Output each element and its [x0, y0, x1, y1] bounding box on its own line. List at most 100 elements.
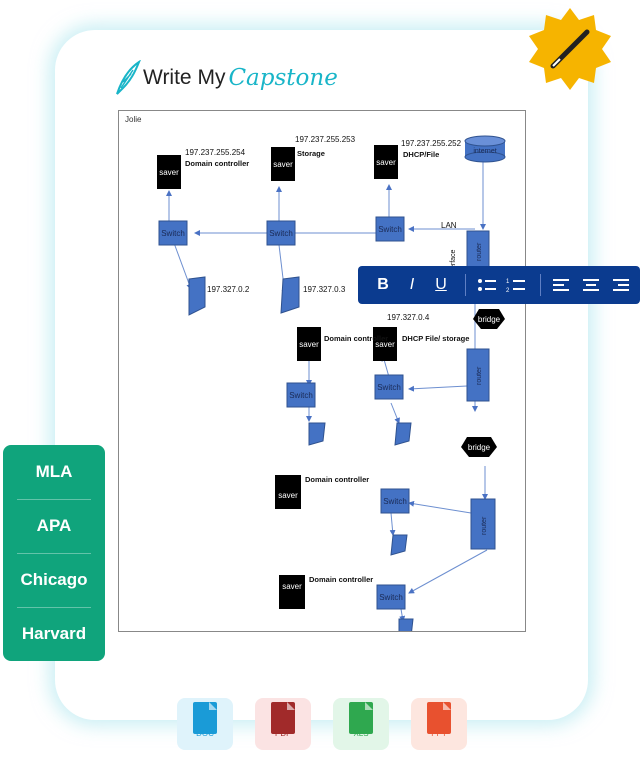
role-label: Domain controller	[309, 575, 373, 584]
bulleted-list-icon	[478, 279, 496, 291]
svg-text:2: 2	[506, 288, 510, 293]
align-center-button[interactable]	[578, 272, 604, 298]
server-label: saver	[376, 158, 396, 167]
author-label: Jolie	[125, 115, 142, 124]
switch-7	[376, 584, 406, 610]
italic-button[interactable]: I	[399, 272, 425, 298]
router-label: router	[481, 516, 488, 535]
server-label: saver	[299, 340, 319, 349]
format-label: PPT	[431, 729, 447, 738]
server-1: saver	[157, 155, 181, 189]
switch-label: Switch	[378, 225, 402, 234]
align-center-icon	[583, 279, 599, 291]
align-right-icon	[613, 279, 629, 291]
switch-label: Switch	[289, 391, 313, 400]
quill-logo-icon	[116, 60, 141, 95]
switch-4	[374, 374, 404, 400]
format-label: PDF	[275, 729, 291, 738]
underline-label: U	[435, 276, 447, 293]
ip-label: 197.327.0.2	[207, 285, 250, 294]
brand-logo[interactable]: Write My Capstone	[113, 60, 338, 96]
router-label: router	[476, 366, 483, 385]
ip-label: 197.237.255.254	[185, 148, 246, 157]
ip-label: 197.327.0.3	[303, 285, 346, 294]
server-label: saver	[282, 582, 302, 591]
server-5: saver	[373, 327, 397, 361]
switch-label: Switch	[383, 497, 407, 506]
ip-label: 197.237.255.253	[295, 135, 356, 144]
router-3	[470, 498, 496, 550]
bridge-1: bridge	[473, 309, 505, 329]
storage-shape	[308, 422, 326, 446]
citation-style-harvard[interactable]: Harvard	[3, 607, 105, 661]
format-ppt[interactable]: PPT	[411, 698, 467, 750]
format-pdf[interactable]: PDF	[255, 698, 311, 750]
format-xls[interactable]: XLS	[333, 698, 389, 750]
brand-name-part1: Write My	[143, 66, 226, 89]
role-label: Domain controller	[185, 159, 249, 168]
internet-label: internet	[473, 148, 496, 155]
numbered-list-icon: 12	[506, 279, 525, 293]
switch-2	[266, 220, 296, 246]
ppt-file-icon	[427, 702, 451, 734]
switch-6	[380, 488, 410, 514]
lan-label: LAN	[441, 221, 457, 230]
format-label: DOC	[196, 729, 214, 738]
document-preview: Jolie saver	[118, 110, 526, 632]
bulleted-list-button[interactable]	[474, 272, 500, 298]
switch-1	[158, 220, 188, 246]
switch-5	[286, 382, 316, 408]
router-2	[466, 348, 490, 402]
switch-label: Switch	[379, 593, 403, 602]
bold-button[interactable]: B	[370, 272, 396, 298]
role-label: DHCP/File	[403, 150, 439, 159]
citation-style-panel: MLA APA Chicago Harvard	[3, 445, 105, 661]
underline-button[interactable]: U	[428, 272, 454, 298]
switch-label: Switch	[269, 229, 293, 238]
align-left-button[interactable]	[549, 272, 575, 298]
svg-text:1: 1	[506, 279, 510, 285]
server-7: saver	[279, 575, 305, 609]
bridge-label: bridge	[468, 443, 491, 452]
server-label: saver	[159, 168, 179, 177]
storage-shape	[280, 276, 300, 314]
align-right-button[interactable]	[607, 272, 633, 298]
citation-style-chicago[interactable]: Chicago	[3, 553, 105, 607]
format-label: XLS	[353, 729, 369, 738]
switch-3	[375, 216, 405, 242]
server-label: saver	[273, 160, 293, 169]
server-2: saver	[271, 147, 295, 181]
role-label: Domain controller	[324, 334, 388, 343]
format-doc[interactable]: DOC	[177, 698, 233, 750]
server-4: saver	[297, 327, 321, 361]
toolbar-divider	[540, 274, 541, 296]
role-label: Storage	[297, 149, 325, 158]
role-label: Domain controller	[305, 475, 369, 484]
router-label: router	[476, 242, 483, 261]
network-diagram: Jolie saver	[125, 115, 506, 631]
bold-label: B	[377, 276, 389, 293]
server-label: saver	[375, 340, 395, 349]
role-label: DHCP File/ storage	[402, 334, 469, 343]
bridge-2: bridge	[461, 437, 497, 457]
citation-style-apa[interactable]: APA	[3, 499, 105, 553]
citation-style-mla[interactable]: MLA	[35, 462, 73, 481]
storage-shape	[390, 534, 408, 556]
pen-badge-icon	[529, 8, 611, 90]
align-left-icon	[553, 279, 569, 291]
ip-label: 197.237.255.252	[401, 139, 462, 148]
server-3: saver	[374, 145, 398, 179]
doc-file-icon	[193, 702, 217, 734]
internet-node: internet	[464, 135, 506, 163]
storage-shape	[394, 422, 412, 446]
ip-label: 197.327.0.4	[387, 313, 430, 322]
server-6: saver	[275, 475, 301, 509]
bridge-label: bridge	[478, 315, 501, 324]
switch-label: Switch	[161, 229, 185, 238]
server-label: saver	[278, 491, 298, 500]
storage-shape	[188, 276, 206, 316]
italic-label: I	[409, 276, 415, 293]
interface-label: erface	[450, 249, 457, 269]
